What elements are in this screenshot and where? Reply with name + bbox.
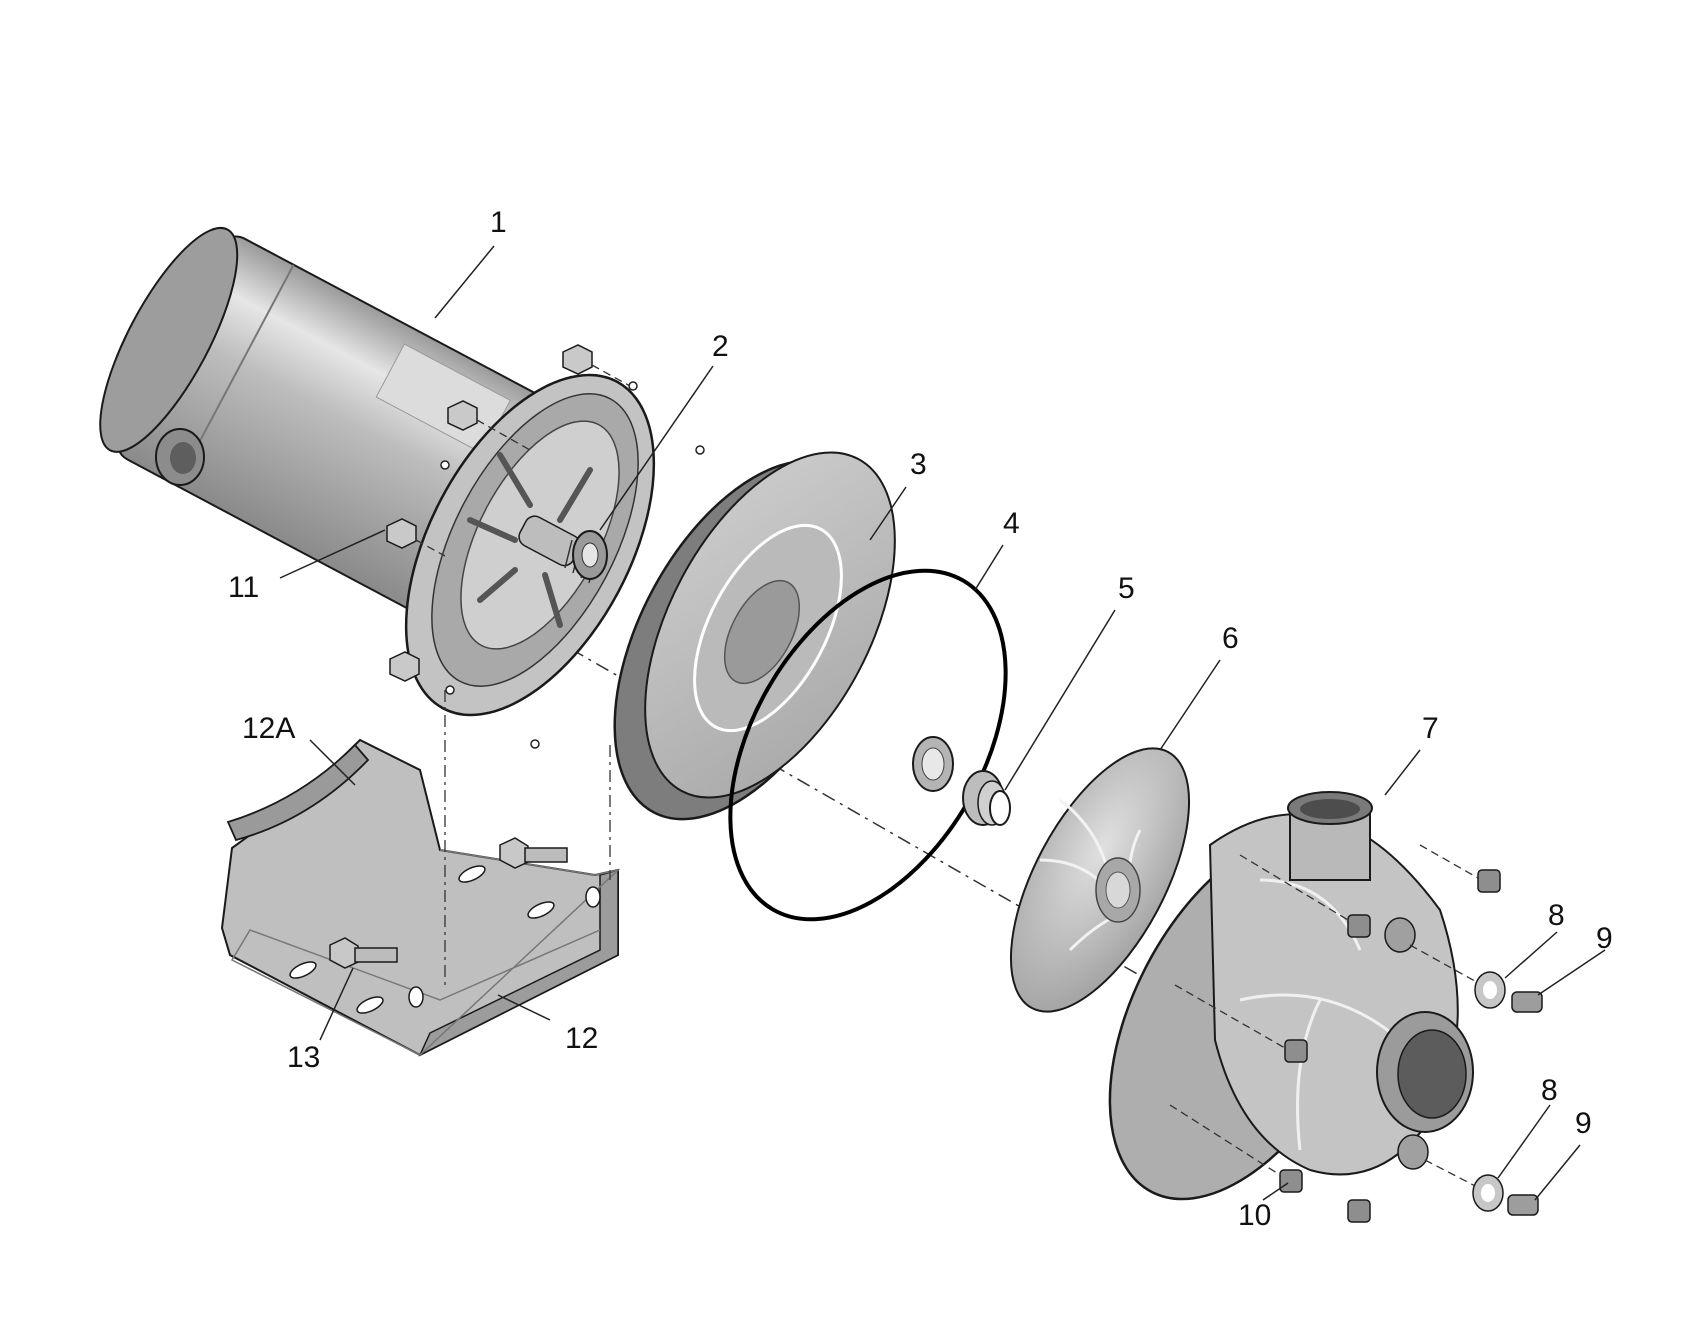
callout-11: 11 <box>228 571 259 604</box>
callout-6: 6 <box>1222 622 1239 655</box>
housing-bolts <box>1279 869 1501 1223</box>
callout-4: 4 <box>1003 507 1020 540</box>
callout-3: 3 <box>910 448 927 481</box>
callout-7: 7 <box>1422 712 1439 745</box>
callout-13: 13 <box>287 1041 320 1074</box>
seal-rotating-parts <box>912 736 1011 826</box>
callout-8b: 8 <box>1541 1074 1558 1107</box>
callout-9b: 9 <box>1575 1107 1592 1140</box>
rubber-pad <box>226 743 370 842</box>
base-bolts <box>329 837 568 969</box>
callout-10: 10 <box>1238 1199 1271 1232</box>
callout-5: 5 <box>1118 572 1135 605</box>
callout-2: 2 <box>712 330 729 363</box>
drain-plugs <box>1507 991 1543 1216</box>
callout-12: 12 <box>565 1022 598 1055</box>
motor-nuts <box>386 344 593 682</box>
impeller <box>1009 747 1191 1013</box>
leader-lines <box>279 245 1606 1201</box>
pump-housing <box>1108 791 1474 1201</box>
seal-plate <box>613 451 896 821</box>
motor <box>99 226 705 749</box>
callout-12a: 12A <box>242 712 295 745</box>
callout-8a: 8 <box>1548 899 1565 932</box>
callout-1: 1 <box>490 206 507 239</box>
mounting-base <box>220 738 621 1057</box>
callout-9a: 9 <box>1596 922 1613 955</box>
